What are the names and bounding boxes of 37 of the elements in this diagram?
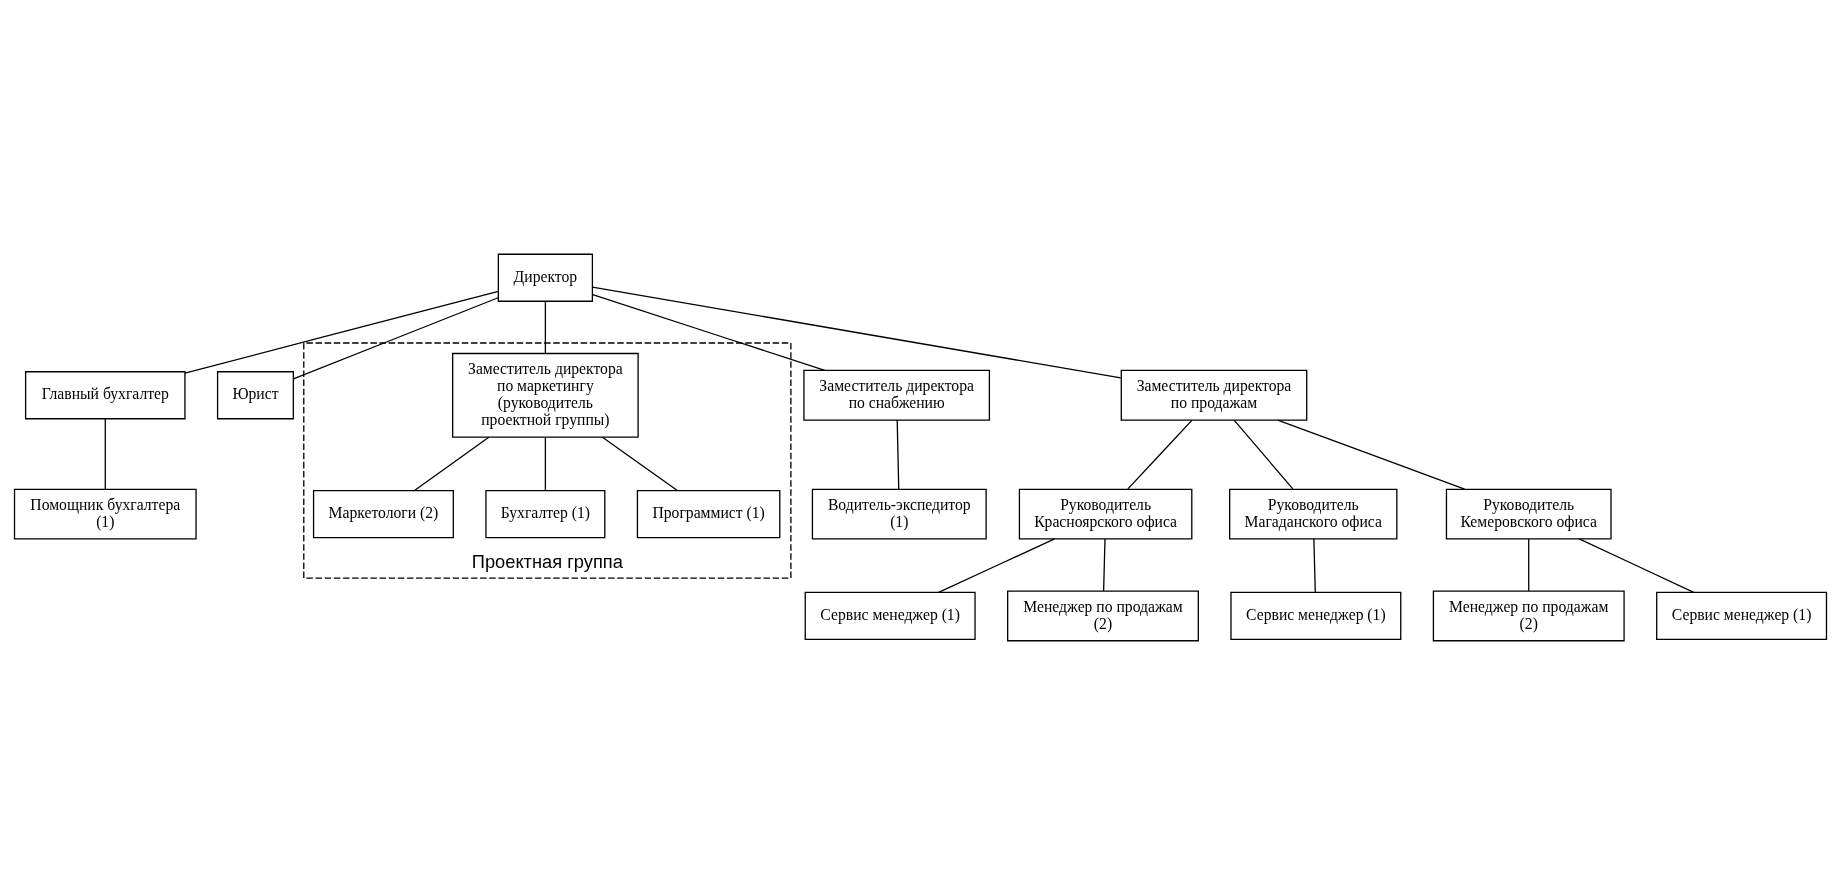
connector [1127,418,1193,490]
node-box: Юрист [216,370,294,419]
connector [1233,418,1294,490]
connector [896,418,900,490]
node-box: Бухгалтер (1) [485,489,606,538]
node-box: Менеджер по продажам (2) [1007,590,1199,641]
node-box: Заместитель директора по маркетингу (руководитель проектной группы) [452,352,639,438]
node-box: Сервис менеджер (1) [1230,591,1402,640]
node-box: Водитель-экспедитор (1) [811,488,987,540]
connector [184,290,499,374]
connector [1313,537,1316,593]
connector [1102,537,1106,592]
node-box: Руководитель Магаданского офиса [1229,488,1398,540]
connector [544,300,547,354]
node-box: Помощник бухгалтера (1) [13,488,197,540]
node-box: Главный бухгалтер [24,370,186,419]
node-box: Руководитель Красноярского офиса [1018,488,1193,540]
node-box: Заместитель директора по снабжению [803,369,991,421]
connector [1578,537,1695,593]
connector [414,436,490,491]
connector [1277,418,1466,490]
connector [937,537,1056,593]
node-box: Сервис менеджер (1) [1656,591,1828,640]
connector [592,293,826,371]
connector [591,285,1122,379]
node-box: Маркетологи (2) [312,489,454,538]
node-box: Директор [497,253,594,302]
node-box: Сервис менеджер (1) [804,591,976,640]
node-box: Заместитель директора по продажам [1120,369,1308,421]
node-box: Менеджер по продажам (2) [1432,590,1625,641]
connector [292,296,499,380]
connector [104,417,106,490]
connector [1528,537,1530,592]
node-box: Программист (1) [636,489,781,538]
connector [544,436,547,491]
node-box: Руководитель Кемеровского офиса [1445,488,1612,540]
connector [601,436,678,491]
